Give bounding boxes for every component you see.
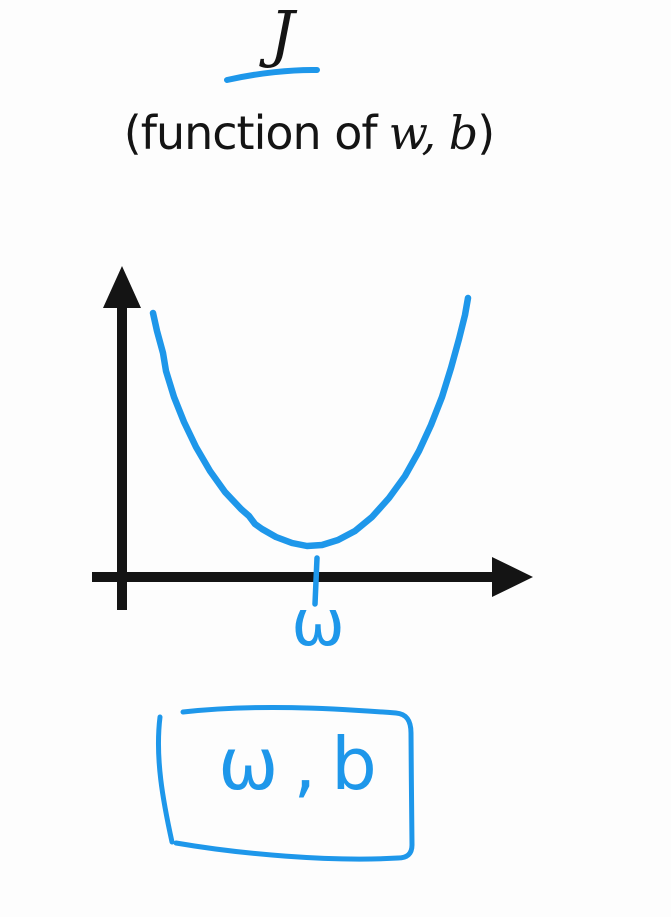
subtitle-math-vars: w, b xyxy=(388,106,479,160)
callout-box-outline xyxy=(156,704,415,862)
x-axis-arrowhead xyxy=(492,557,533,597)
y-axis-arrowhead xyxy=(103,266,141,308)
subtitle-suffix: ) xyxy=(477,106,495,160)
cost-curve xyxy=(149,294,472,550)
w-tick-mark xyxy=(312,555,320,607)
callout-box-label: ω , b xyxy=(218,722,377,806)
subtitle-prefix: (function of xyxy=(123,106,378,160)
w-axis-label: ω xyxy=(291,587,345,661)
cost-function-symbol: J xyxy=(269,0,295,70)
j-underline-stroke xyxy=(224,66,320,83)
